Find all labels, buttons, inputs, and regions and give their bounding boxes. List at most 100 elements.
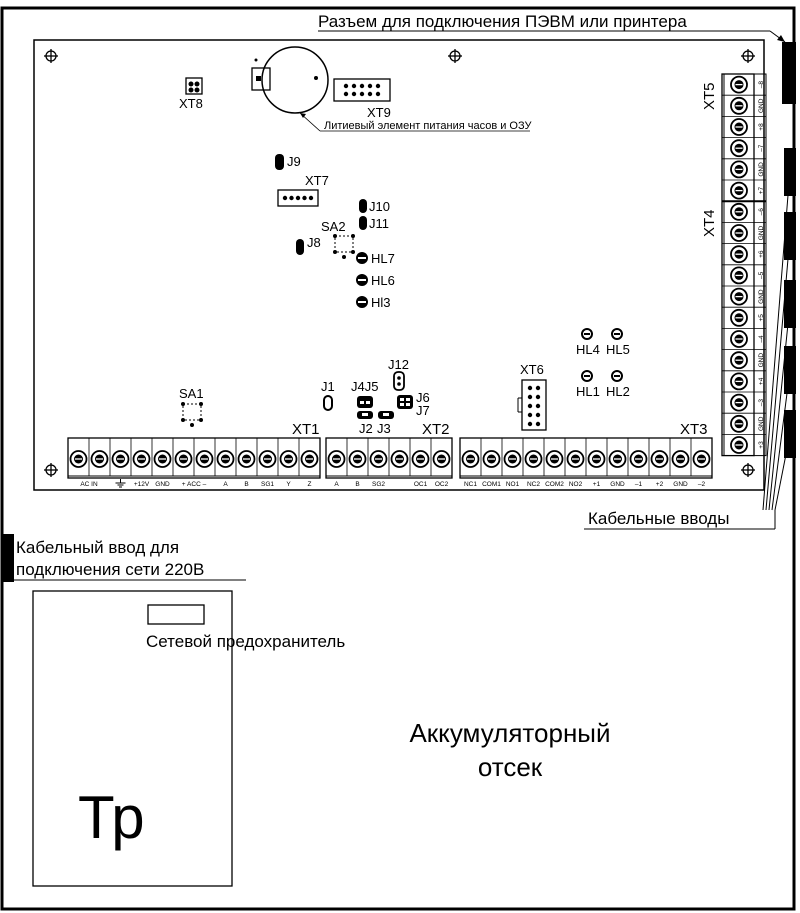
j2-label: J2 [359,421,373,436]
pin-dot [351,91,357,97]
pin-dot [375,83,381,89]
terminal-screw-icon [730,351,748,370]
j10-jumper [359,199,367,213]
terminal-label: Y [286,481,291,488]
pcb-outline [33,39,765,491]
mounting-hole-icon [741,49,755,63]
battery-bay-line2: отсек [478,752,543,782]
xt5-label: XT5 [701,82,718,110]
terminal-screw-icon [90,450,109,468]
terminal-label: +12V [134,481,150,488]
hl1-label: HL1 [576,384,600,399]
j1-label: J1 [321,379,335,394]
terminal-label: GND [758,416,765,431]
sa2-switch [333,234,355,259]
mains-cable-entry [2,534,14,582]
j3-jumper [378,411,394,419]
terminal-label: –6 [758,208,765,216]
led-hl2 [611,370,623,382]
pin-dot [308,195,314,201]
terminal-screw-icon [730,287,748,306]
terminal-label: +1 [593,481,601,488]
terminal-label: +6 [758,250,765,258]
j45-label: J4J5 [351,379,378,394]
terminal-label: NO2 [569,481,583,488]
pin-dot [289,195,294,201]
j3-label: J3 [377,421,391,436]
terminal-screw-icon [111,450,130,468]
terminal-screw-icon [730,266,748,285]
led-hl3 [356,296,368,308]
terminal-label: COM2 [545,481,564,488]
pc-connector [782,42,796,104]
terminal-screw-icon [482,450,501,468]
terminal-screw-icon [730,75,748,94]
terminal-screw-icon [195,450,214,468]
xt2-label: XT2 [422,421,450,438]
terminal-screw-icon [545,450,564,468]
terminal-screw-icon [730,308,748,327]
hl4-label: HL4 [576,342,600,357]
terminal-screw-icon [153,450,172,468]
xt6-header [517,379,547,431]
terminal-label: GND [610,481,625,488]
pin-dot [527,403,533,409]
terminal-label: A [334,481,339,488]
terminal-label: –7 [758,144,765,152]
mains-callout-line1: Кабельный ввод для [16,538,179,557]
terminal-screw-icon [730,118,748,136]
terminal-screw-icon [608,450,627,468]
battery-bay-line1: Аккумуляторный [409,718,610,748]
terminal-screw-icon [258,450,277,468]
terminal-label: OC2 [435,481,449,488]
terminal-screw-icon [730,330,748,348]
pin-dot [343,91,349,97]
xt3-label: XT3 [680,421,708,438]
mounting-hole-icon [44,49,58,63]
j8-jumper [296,239,304,255]
j6-j7-jumpers [397,395,413,409]
terminal-screw-icon [692,450,711,468]
terminal-screw-icon [730,202,748,221]
j9-label: J9 [287,154,301,169]
terminal-label: GND [758,225,765,240]
pin-dot [535,412,541,418]
j12-jumper [393,371,405,391]
xt9-label: XT9 [367,105,391,120]
pin-dot [367,83,373,89]
terminal-label: OC1 [414,481,428,488]
mounting-hole-icon [448,49,462,63]
terminal-label: GND [673,481,688,488]
mains-fuse [147,604,205,625]
terminal-label: B [244,481,248,488]
terminal-label: –3 [758,399,765,407]
pin-dot [527,412,533,418]
terminal-screw-icon [237,450,256,468]
cable-entries-callout: Кабельные вводы [588,509,729,528]
terminal-screw-icon [730,224,748,242]
j11-jumper [359,216,367,230]
terminal-label: +7 [758,187,765,195]
xt9-header [333,78,391,102]
lithium-battery [251,46,329,114]
terminal-screw-icon [730,181,748,200]
j9-jumper [275,154,284,170]
terminal-screw-icon [629,450,648,468]
terminal-label: SG1 [261,481,274,488]
j45-jumpers [357,396,373,408]
j7-label: J7 [416,403,430,418]
terminal-screw-icon [587,450,606,468]
terminal-screw-icon [730,245,748,264]
xt4-label: XT4 [701,209,718,237]
terminal-label: GND [155,481,170,488]
terminal-screw-icon [69,450,88,468]
led-hl7 [356,252,368,264]
hl5-label: HL5 [606,342,630,357]
pin-dot [535,421,541,427]
pin-dot [367,91,373,97]
fuse-callout: Сетевой предохранитель [146,632,345,651]
pin-dot [535,394,541,400]
terminal-label: COM1 [482,481,501,488]
